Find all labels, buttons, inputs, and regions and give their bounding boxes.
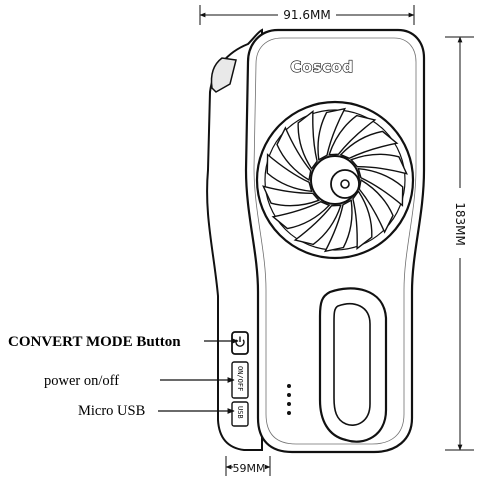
fan-blade [276,126,312,182]
battery-indicator [287,384,291,415]
fan-blades [262,107,408,253]
indicator-dot [287,393,291,397]
fan-blade [350,153,408,175]
convert-mode-button[interactable] [231,331,249,355]
fan-blade [328,114,377,156]
brand-logo: Coscod [290,58,353,76]
fan-blade [323,199,353,253]
height-dimension: 183MM [445,36,474,451]
depth-dimension: 59MM [225,456,271,476]
height-label: 183MM [453,202,467,246]
callout-convert-mode: CONVERT MODE Button [8,334,239,350]
device-illustration: Coscod ON/OFF USB [206,28,426,454]
device-face-rim [253,37,417,445]
width-dimension: 91.6MM [199,5,415,25]
usb-label: Micro USB [78,403,145,419]
width-label: 91.6MM [283,8,330,22]
fan-blade [297,110,318,170]
mist-nozzle-hole [340,179,350,189]
power-switch-label: ON/OFF [236,366,244,391]
fan-blade [339,130,399,160]
fan-guard-ring [264,109,406,251]
device-top-grip [210,57,237,93]
usb-port-label: USB [236,406,244,419]
indicator-dot [287,411,291,415]
water-tank-outer [318,287,388,443]
fan-blade [357,167,404,207]
convert-mode-label: CONVERT MODE Button [8,334,181,350]
water-tank-inner [333,302,371,426]
callout-usb: Micro USB [78,403,235,419]
indicator-dot [287,402,291,406]
fan-blade [293,204,342,246]
fan-blade [271,200,331,230]
depth-label: 59MM [233,462,266,475]
fan-blade [352,190,373,250]
callout-power: power on/off [44,373,235,389]
fan-blade [317,107,347,161]
power-label: power on/off [44,373,119,389]
fan-blade [266,153,313,193]
fan-blade [262,185,320,207]
indicator-dot [287,384,291,388]
micro-usb-port[interactable] [231,401,249,427]
fan-blade [358,178,394,234]
